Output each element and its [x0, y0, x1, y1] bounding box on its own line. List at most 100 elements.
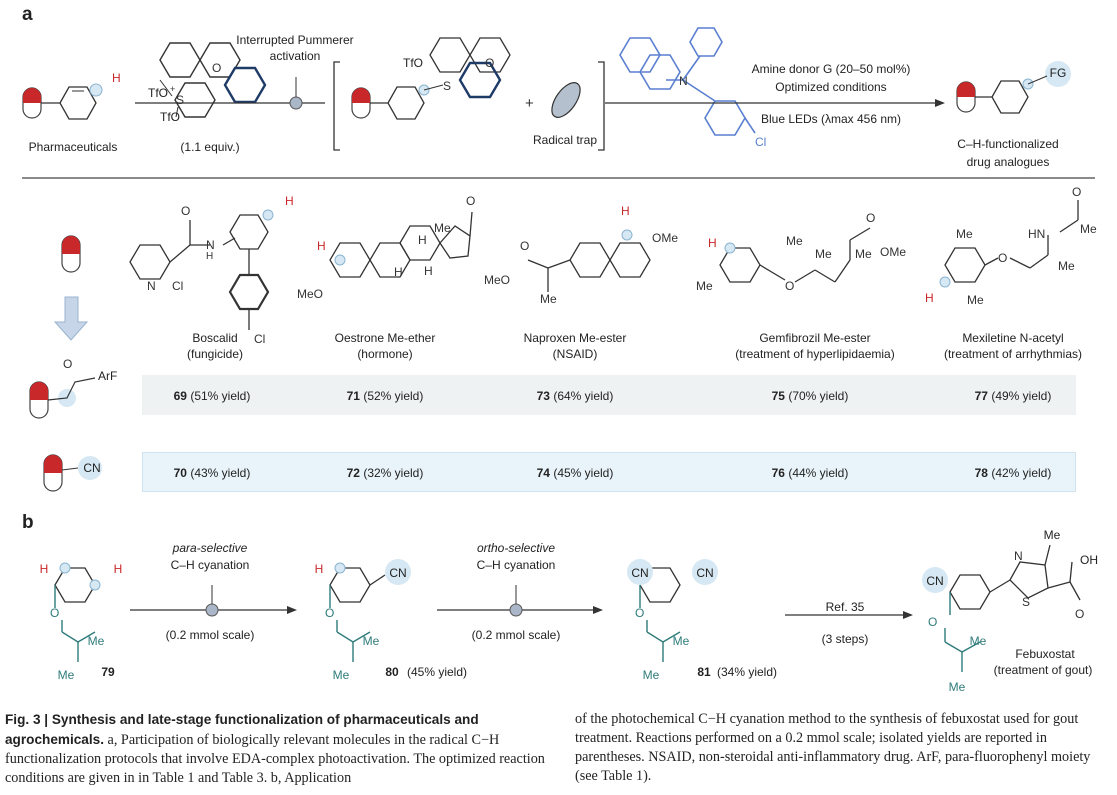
svg-text:O: O [181, 204, 190, 218]
drug-name-2: Oestrone Me-ether [334, 331, 436, 345]
svg-text:Me: Me [1058, 259, 1075, 273]
pill-icon-intermediate [351, 87, 371, 119]
radical-trap-label: Radical trap [532, 133, 598, 147]
me-79a: Me [87, 634, 105, 648]
conditions-line2: Optimized conditions [775, 80, 887, 94]
drug-use-4: (treatment of hyperlipidaemia) [735, 347, 895, 361]
febuxostat-use: (treatment of gout) [993, 663, 1093, 677]
cn-label-80: CN [389, 566, 407, 580]
tfo-label-3: TfO [403, 56, 423, 70]
tfo-label-1: TfO [148, 86, 168, 100]
row-label-arf: ArF [98, 369, 118, 383]
svg-text:O: O [485, 56, 494, 70]
fa-yield-cell-5: 77 (49% yield) [974, 389, 1052, 403]
me-febuxostat: Me [1043, 528, 1061, 542]
step2-line2: C–H cyanation [476, 558, 556, 572]
svg-text:Cl: Cl [755, 135, 766, 149]
me-febuxostat-b: Me [948, 680, 966, 694]
cyanation-yield-row [142, 452, 1076, 492]
svg-text:N: N [206, 238, 215, 252]
svg-text:N: N [147, 279, 156, 293]
drug-name-1: Boscalid [192, 331, 238, 345]
step2-line1: ortho-selective [476, 541, 556, 555]
pill-icon-product [956, 81, 976, 113]
step3-line1: Ref. 35 [825, 600, 865, 614]
h-label-80: H [314, 562, 324, 576]
me-81b: Me [642, 668, 660, 682]
drug-use-5: (treatment of arrhythmias) [943, 347, 1083, 361]
reagent-equiv-label: (1.1 equiv.) [180, 140, 240, 154]
conditions-line1: Amine donor G (20–50 mol%) [751, 62, 911, 76]
activation-line1: Interrupted Pummerer [236, 33, 354, 47]
cn-yield-cell-1: 70 (43% yield) [173, 466, 251, 480]
svg-text:Me: Me [434, 221, 451, 235]
svg-text:Cl: Cl [254, 332, 265, 346]
svg-text:O: O [50, 606, 59, 620]
reagent-structure [159, 42, 267, 118]
step2-scale: (0.2 mmol scale) [471, 628, 561, 642]
step1-line1: para-selective [172, 541, 248, 555]
pill-icon-left [61, 235, 81, 273]
me-79b: Me [57, 668, 75, 682]
caption-col1-body: a, Participation of biologically relevan… [5, 732, 545, 786]
svg-text:O: O [212, 61, 221, 75]
fluoroacyl-yield-row [142, 375, 1076, 415]
cn-label-81b: CN [696, 566, 714, 580]
me-80b: Me [332, 668, 350, 682]
svg-text:S: S [1022, 595, 1030, 609]
boscalid-structure [129, 214, 270, 330]
drug-use-2: (hormone) [357, 347, 413, 361]
svg-text:H: H [206, 251, 213, 262]
fg-label: FG [1049, 66, 1067, 80]
drug-name-5: Mexiletine N-acetyl [962, 331, 1064, 345]
step3-line2: (3 steps) [821, 632, 869, 646]
cn-yield-cell-4: 76 (44% yield) [771, 466, 849, 480]
compound-80: 80 [385, 665, 399, 679]
compound-81: 81 [697, 665, 711, 679]
svg-text:+: + [525, 95, 534, 112]
svg-text:Me: Me [1080, 222, 1097, 236]
svg-text:O: O [1072, 185, 1081, 199]
me-80a: Me [362, 634, 380, 648]
me-81a: Me [672, 634, 690, 648]
naproxen-structure [527, 242, 651, 292]
h-label: H [112, 71, 121, 85]
svg-text:Me: Me [967, 293, 984, 307]
radical-trap-icon [551, 82, 581, 118]
febuxostat-name: Febuxostat [1015, 647, 1075, 661]
step1-scale: (0.2 mmol scale) [165, 628, 255, 642]
caption-head: Fig. 3 | Synthesis and late-stage functi… [5, 712, 479, 747]
svg-text:O: O [785, 279, 794, 293]
svg-text:Me: Me [956, 227, 973, 241]
fa-yield-cell-2: 71 (52% yield) [346, 389, 424, 403]
svg-text:Me: Me [696, 279, 713, 293]
cn-yield-cell-2: 72 (32% yield) [346, 466, 424, 480]
fa-yield-cell-3: 73 (64% yield) [536, 389, 614, 403]
svg-text:N: N [679, 74, 688, 88]
svg-text:MeO: MeO [484, 273, 510, 287]
pill-icon-cn [43, 454, 63, 492]
fa-yield-cell-1: 69 (51% yield) [173, 389, 251, 403]
pharmaceuticals-label: Pharmaceuticals [28, 140, 118, 154]
pill-icon-arf [29, 381, 49, 419]
oestrone-structure [329, 211, 473, 278]
compound-81-yield: (34% yield) [716, 665, 778, 679]
pill-icon [22, 87, 42, 119]
activation-line2: activation [269, 49, 321, 63]
svg-text:H: H [424, 264, 433, 278]
svg-text:+: + [170, 84, 175, 94]
svg-text:O: O [1075, 607, 1084, 621]
svg-text:S: S [443, 79, 451, 93]
drug-use-3: (NSAID) [552, 347, 598, 361]
svg-text:O: O [325, 606, 334, 620]
gemfibrozil-structure [719, 227, 871, 283]
drug-name-3: Naproxen Me-ester [523, 331, 627, 345]
svg-text:OMe: OMe [880, 245, 906, 259]
product-line2: drug analogues [966, 155, 1050, 169]
oh-febuxostat: OH [1080, 553, 1098, 567]
svg-text:O: O [466, 194, 475, 208]
svg-text:O: O [520, 239, 529, 253]
svg-text:S: S [176, 93, 184, 107]
svg-text:OMe: OMe [652, 231, 678, 245]
svg-text:Me: Me [786, 234, 803, 248]
